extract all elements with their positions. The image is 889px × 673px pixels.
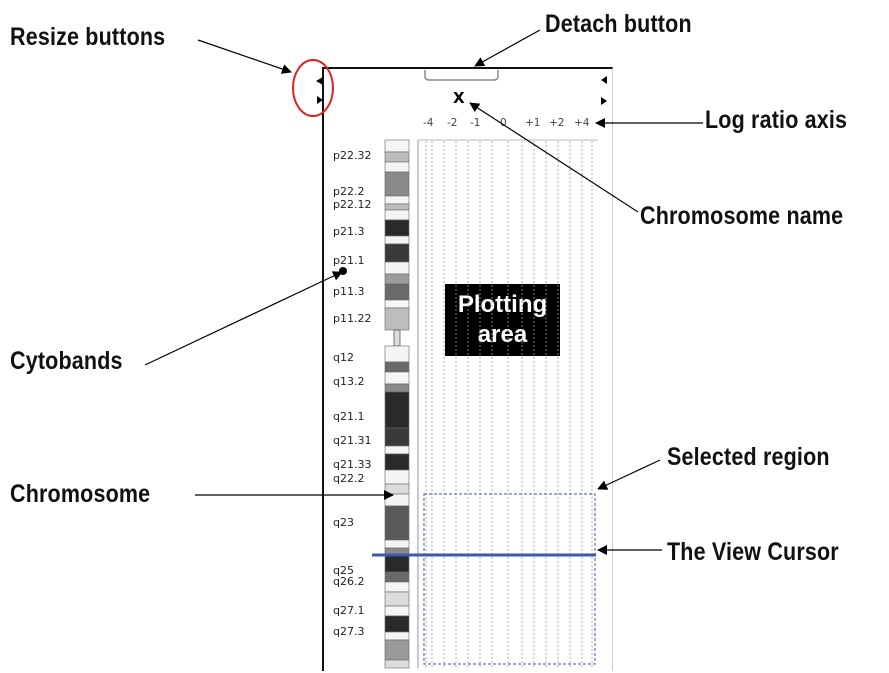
resize-right-down-icon[interactable] bbox=[601, 97, 607, 105]
cytoband bbox=[384, 345, 410, 363]
cytoband bbox=[384, 209, 410, 221]
cytoband bbox=[384, 555, 410, 573]
cytoband bbox=[384, 427, 410, 447]
cytoband bbox=[384, 307, 410, 331]
cytoband-pointer-dot bbox=[339, 267, 347, 275]
axis-tick-label: +1 bbox=[525, 117, 541, 129]
resize-up-icon[interactable] bbox=[316, 77, 323, 85]
cytoband bbox=[384, 391, 410, 429]
cytoband bbox=[384, 383, 410, 393]
cytoband bbox=[384, 505, 410, 541]
selected-region[interactable] bbox=[423, 493, 596, 665]
cytoband-label: q12 bbox=[333, 351, 354, 364]
centromere bbox=[393, 329, 401, 347]
cytoband bbox=[384, 493, 410, 507]
detach-button-callout: Detach button bbox=[545, 10, 692, 38]
axis-tick-label: -4 bbox=[423, 117, 434, 129]
chromosome-callout: Chromosome bbox=[10, 480, 151, 508]
cytoband-label: p22.32 bbox=[333, 149, 372, 162]
chromosome-view-panel bbox=[322, 67, 613, 671]
axis-tick-label: -1 bbox=[470, 117, 481, 129]
selected-region-callout: Selected region bbox=[667, 443, 830, 471]
cytoband bbox=[384, 591, 410, 607]
callout-arrows bbox=[144, 29, 703, 555]
cytoband bbox=[384, 469, 410, 485]
chromosome-name: X bbox=[453, 89, 465, 107]
cytoband-label: q21.33 bbox=[333, 458, 372, 471]
cytoband bbox=[384, 605, 410, 617]
cytoband-label: p21.1 bbox=[333, 254, 365, 267]
cytoband-label: p11.3 bbox=[333, 285, 365, 298]
cytoband bbox=[384, 659, 410, 669]
plotting-area-label: Plotting area bbox=[445, 284, 560, 356]
cytoband bbox=[384, 235, 410, 245]
cytoband-label: q27.1 bbox=[333, 604, 365, 617]
plot-grid bbox=[425, 141, 593, 668]
cytoband bbox=[384, 299, 410, 309]
cytoband bbox=[384, 151, 410, 163]
cytoband bbox=[384, 571, 410, 583]
cytoband bbox=[384, 171, 410, 197]
cytoband-label: q22.2 bbox=[333, 472, 365, 485]
cytoband bbox=[384, 639, 410, 661]
resize-buttons-highlight bbox=[292, 59, 334, 117]
cytoband bbox=[384, 371, 410, 385]
axis-tick-label: +2 bbox=[549, 117, 565, 129]
cytoband-label: p21.3 bbox=[333, 225, 365, 238]
cytoband-label: p11.22 bbox=[333, 312, 372, 325]
cytoband bbox=[384, 139, 410, 153]
cytoband bbox=[384, 615, 410, 633]
cytoband bbox=[384, 483, 410, 495]
axis-tick-label: 0 bbox=[500, 117, 507, 129]
cytoband bbox=[384, 539, 410, 549]
resize-right-up-icon[interactable] bbox=[601, 76, 607, 84]
cytoband bbox=[384, 195, 410, 205]
cytoband bbox=[384, 243, 410, 263]
cytoband bbox=[384, 283, 410, 301]
cytoband bbox=[384, 161, 410, 173]
cytoband-label: p22.2 bbox=[333, 185, 365, 198]
cytoband bbox=[384, 581, 410, 593]
axis-tick-label: -2 bbox=[447, 117, 458, 129]
cytoband bbox=[384, 361, 410, 373]
cytoband bbox=[384, 631, 410, 641]
view-cursor-callout: The View Cursor bbox=[667, 538, 839, 566]
cytoband bbox=[384, 203, 410, 211]
cytoband-label: q26.2 bbox=[333, 575, 365, 588]
cytoband-label: q21.1 bbox=[333, 410, 365, 423]
resize-down-icon[interactable] bbox=[317, 96, 323, 104]
cytoband-label: q23 bbox=[333, 516, 354, 529]
cytoband bbox=[384, 453, 410, 471]
detach-button[interactable] bbox=[424, 70, 499, 81]
cytoband-label: q21.31 bbox=[333, 434, 372, 447]
cytoband-label: q13.2 bbox=[333, 375, 365, 388]
cytoband bbox=[384, 273, 410, 285]
axis-tick-label: +4 bbox=[574, 117, 590, 129]
cytoband-label: q25 bbox=[333, 564, 354, 577]
chromosome-ideogram[interactable] bbox=[384, 139, 410, 669]
log-ratio-axis-callout: Log ratio axis bbox=[705, 106, 848, 134]
cytoband bbox=[384, 445, 410, 455]
cytobands-callout: Cytobands bbox=[10, 347, 123, 375]
chromosome-name-callout: Chromosome name bbox=[640, 202, 844, 230]
cytoband-label: q27.3 bbox=[333, 625, 365, 638]
cytoband bbox=[384, 219, 410, 237]
cytoband bbox=[384, 261, 410, 275]
cytoband-label: p22.12 bbox=[333, 198, 372, 211]
resize-buttons-callout: Resize buttons bbox=[10, 23, 166, 51]
